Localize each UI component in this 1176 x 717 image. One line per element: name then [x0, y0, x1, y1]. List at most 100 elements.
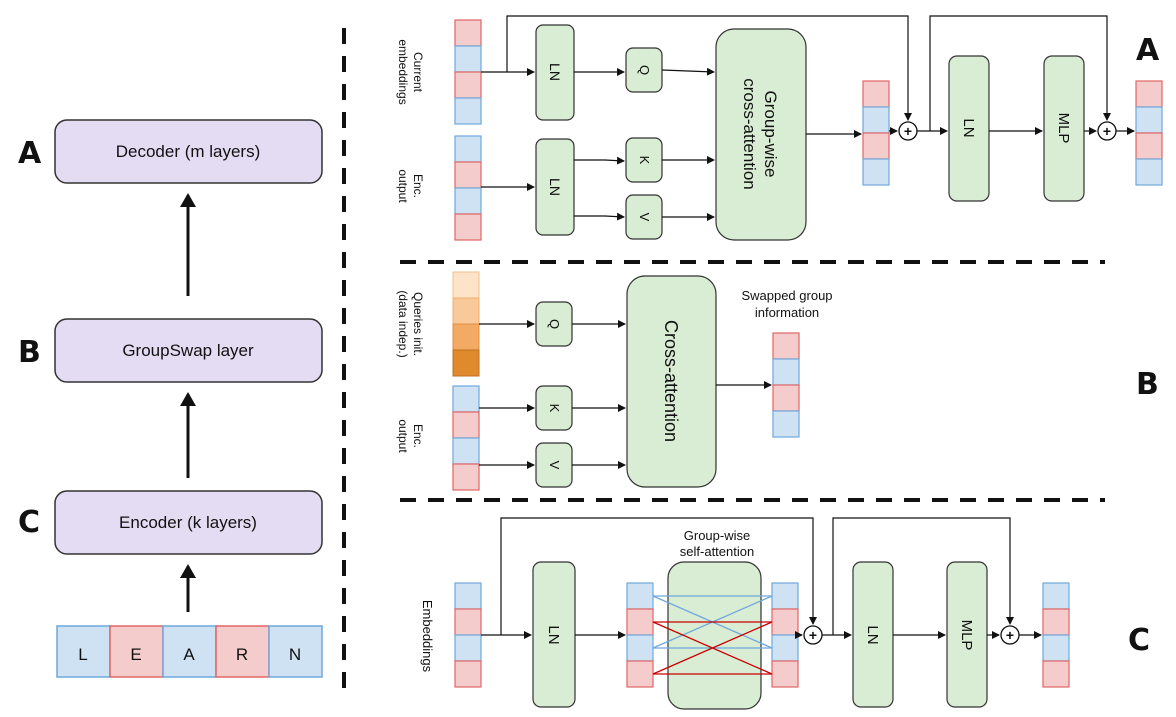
svg-text:Current: Current — [411, 52, 425, 93]
token-cell — [772, 384, 800, 412]
attention-output-stack-a — [862, 80, 890, 186]
swapped-output-stack — [772, 332, 800, 438]
token-letter: R — [236, 645, 248, 664]
token-cell — [862, 106, 890, 134]
token-cell — [454, 135, 482, 163]
token-cell — [772, 410, 800, 438]
token-cell — [1042, 634, 1070, 662]
group-wise-self-attention-block — [667, 561, 762, 710]
encoder-block — [54, 490, 323, 555]
panel-b: B Queries init. (data indep.) Enc. outpu… — [396, 271, 1159, 491]
svg-text:output: output — [396, 419, 410, 453]
mlp-block-a-label: MLP — [1055, 113, 1072, 144]
overview-label-b: B — [18, 335, 41, 370]
svg-text:cross-attention: cross-attention — [740, 78, 759, 190]
token-cell — [454, 608, 482, 636]
token-cell — [454, 45, 482, 73]
token-cell — [1135, 80, 1163, 108]
svg-text:output: output — [396, 169, 410, 203]
ln-block-a-post — [948, 55, 990, 202]
panel-a-connectors — [481, 15, 1135, 221]
cross-attention-block — [626, 275, 717, 488]
token-cell — [454, 213, 482, 241]
ln-block-c-label: LN — [545, 625, 562, 644]
k-block-b-label: K — [547, 404, 562, 413]
token-cell — [1042, 608, 1070, 636]
q-block-b-label: Q — [547, 319, 562, 329]
group-wise-cross-attention-label: Group-wise cross-attention — [740, 78, 780, 190]
decoder-block — [54, 119, 323, 184]
decoder-label: Decoder (m layers) — [116, 142, 261, 161]
self-attention-output-stack — [771, 582, 799, 688]
token-cell — [771, 582, 799, 610]
token-cell — [1135, 132, 1163, 160]
token-cell — [454, 161, 482, 189]
enc-output-label: Enc. output — [396, 419, 425, 453]
token-cell — [452, 437, 480, 465]
enc-output-stack-a — [454, 135, 482, 241]
panel-a-label: A — [1136, 33, 1160, 68]
query-cell — [452, 271, 480, 299]
ln-block-a-bottom — [535, 138, 575, 236]
red-attention-links — [652, 621, 773, 675]
token-cell — [454, 187, 482, 215]
panel-c-output-stack — [1042, 582, 1070, 688]
groupswap-label: GroupSwap layer — [122, 341, 254, 360]
cross-attention-label: Cross-attention — [661, 320, 681, 442]
svg-text:(data indep.): (data indep.) — [396, 290, 410, 357]
groupswap-block — [54, 318, 323, 383]
token-cell — [109, 625, 164, 678]
token-cell — [862, 158, 890, 186]
overview-label-a: A — [18, 136, 42, 171]
panel-c: C Embeddings LN Group-wise self-attentio… — [420, 517, 1150, 710]
panel-b-label: B — [1136, 367, 1159, 402]
token-cell — [1042, 582, 1070, 610]
token-letter: N — [289, 645, 301, 664]
swapped-group-label: information — [755, 305, 819, 320]
input-tokens: L E A R N — [56, 625, 323, 678]
ln-block-c-post-label: LN — [864, 625, 881, 644]
residual-add-symbol: + — [1006, 627, 1014, 643]
panel-c-label: C — [1128, 623, 1150, 658]
overview: A B C Decoder (m layers) GroupSwap layer… — [18, 119, 323, 678]
self-attention-label: Group-wise — [684, 528, 750, 543]
token-cell — [862, 132, 890, 160]
panel-b-connectors — [479, 320, 772, 469]
token-cell — [454, 19, 482, 47]
encoder-label: Encoder (k layers) — [119, 513, 257, 532]
token-cell — [162, 625, 217, 678]
token-cell — [1135, 158, 1163, 186]
token-cell — [771, 660, 799, 688]
group-wise-cross-attention-block — [715, 28, 807, 241]
token-cell — [626, 660, 654, 688]
k-block-a-label: K — [637, 156, 652, 165]
token-letter: A — [183, 645, 195, 664]
token-cell — [454, 71, 482, 99]
ln-block-a-post-label: LN — [960, 118, 977, 137]
token-cell — [268, 625, 323, 678]
query-cell — [452, 323, 480, 351]
token-cell — [772, 332, 800, 360]
current-embeddings-label: Current embeddings — [396, 39, 425, 104]
embeddings-stack — [454, 582, 482, 688]
svg-text:Group-wise: Group-wise — [761, 91, 780, 178]
token-cell — [1135, 106, 1163, 134]
ln-block-a-bottom-label: LN — [547, 178, 563, 196]
token-cell — [56, 625, 111, 678]
ln-block-a-top-label: LN — [547, 63, 563, 81]
token-cell — [771, 634, 799, 662]
token-cell — [1042, 660, 1070, 688]
self-attention-label: self-attention — [680, 544, 754, 559]
token-cell — [626, 582, 654, 610]
token-cell — [862, 80, 890, 108]
residual-add-symbol: + — [809, 627, 817, 643]
query-stack — [452, 271, 480, 377]
svg-text:Enc.: Enc. — [411, 174, 425, 198]
svg-text:Enc.: Enc. — [411, 424, 425, 448]
self-attention-input-stack — [626, 582, 654, 688]
enc-output-label: Enc. output — [396, 169, 425, 203]
panel-a-output-stack — [1135, 80, 1163, 186]
token-cell — [454, 660, 482, 688]
swapped-group-label: Swapped group — [741, 288, 832, 303]
v-block-b-label: V — [547, 461, 562, 470]
